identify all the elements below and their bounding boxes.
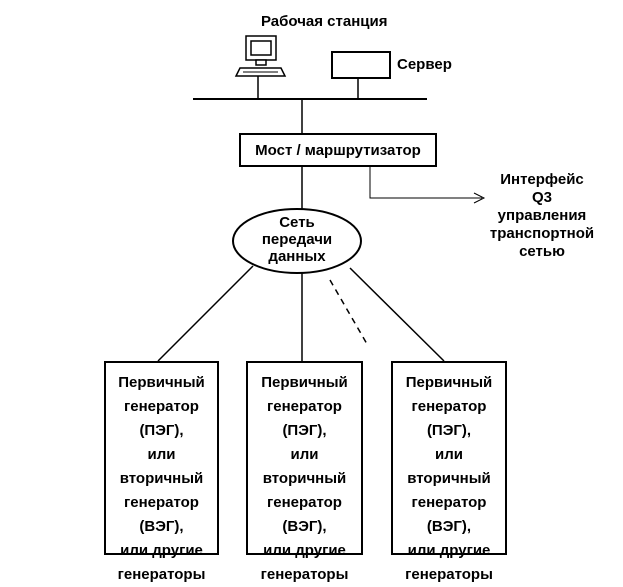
network-label-line: Сеть (279, 214, 315, 231)
interface-label: Интерфейс Q3 управления транспортной сет… (482, 171, 602, 261)
generator-line: генераторы (117, 566, 206, 583)
generator-line: (ПЭГ), (282, 422, 327, 439)
generator-line: генераторы (405, 566, 493, 583)
network-label-line: передачи (261, 231, 333, 248)
generator-line: генератор (124, 398, 199, 415)
network-label: Сеть передачи данных (247, 214, 347, 265)
generator-line: (ПЭГ), (139, 422, 184, 439)
interface-label-line: транспортной (489, 225, 595, 242)
generator-box-2: Первичный генератор (ПЭГ), или вторичный… (246, 361, 363, 583)
arrow-head (473, 192, 486, 204)
interface-label-line: Q3 (531, 189, 552, 206)
server-label: Сервер (397, 56, 452, 73)
server-box (331, 51, 391, 79)
generator-line: генератор (267, 494, 342, 511)
generator-line: генератор (267, 398, 342, 415)
generator-line: (ВЭГ), (282, 518, 327, 535)
interface-label-line: сетью (519, 243, 565, 260)
bridge-box: Мост / маршрутизатор (239, 133, 437, 167)
generator-line: (ПЭГ), (426, 422, 472, 439)
generator-line: (ВЭГ), (426, 518, 472, 535)
generator-line: вторичный (119, 470, 204, 487)
generator-line: Первичный (118, 374, 205, 391)
generator-text: Первичный генератор (ПЭГ), или вторичный… (248, 371, 361, 587)
generator-line: вторичный (407, 470, 491, 487)
bridge-label: Мост / маршрутизатор (255, 142, 421, 159)
generator-line: генератор (124, 494, 199, 511)
link-generator-3 (349, 267, 445, 362)
generator-line: генератор (411, 494, 487, 511)
generator-box-3: Первичный генератор (ПЭГ), или вторичный… (391, 361, 507, 583)
network-label-line: данных (268, 248, 326, 265)
generator-line: вторичный (262, 470, 347, 487)
generator-line: Первичный (261, 374, 348, 391)
generator-line: (ВЭГ), (139, 518, 184, 535)
workstation-label: Рабочая станция (261, 13, 388, 30)
generator-line: или (290, 446, 319, 463)
generator-text: Первичный генератор (ПЭГ), или вторичный… (393, 371, 505, 587)
computer-icon (234, 35, 287, 77)
generator-line: генераторы (260, 566, 349, 583)
generator-line: или (435, 446, 463, 463)
generator-line: или другие (120, 542, 203, 559)
link-more-generators (329, 279, 368, 345)
generator-line: или (147, 446, 176, 463)
generator-box-1: Первичный генератор (ПЭГ), или вторичный… (104, 361, 219, 583)
link-generator-1 (157, 265, 254, 362)
generator-line: или другие (263, 542, 346, 559)
interface-label-line: Интерфейс (500, 171, 584, 188)
interface-arrow (369, 167, 482, 199)
generator-line: или другие (407, 542, 491, 559)
generator-text: Первичный генератор (ПЭГ), или вторичный… (106, 371, 217, 587)
network-ellipse (232, 208, 362, 274)
interface-label-line: управления (497, 207, 587, 224)
generator-line: генератор (411, 398, 487, 415)
generator-line: Первичный (405, 374, 493, 391)
